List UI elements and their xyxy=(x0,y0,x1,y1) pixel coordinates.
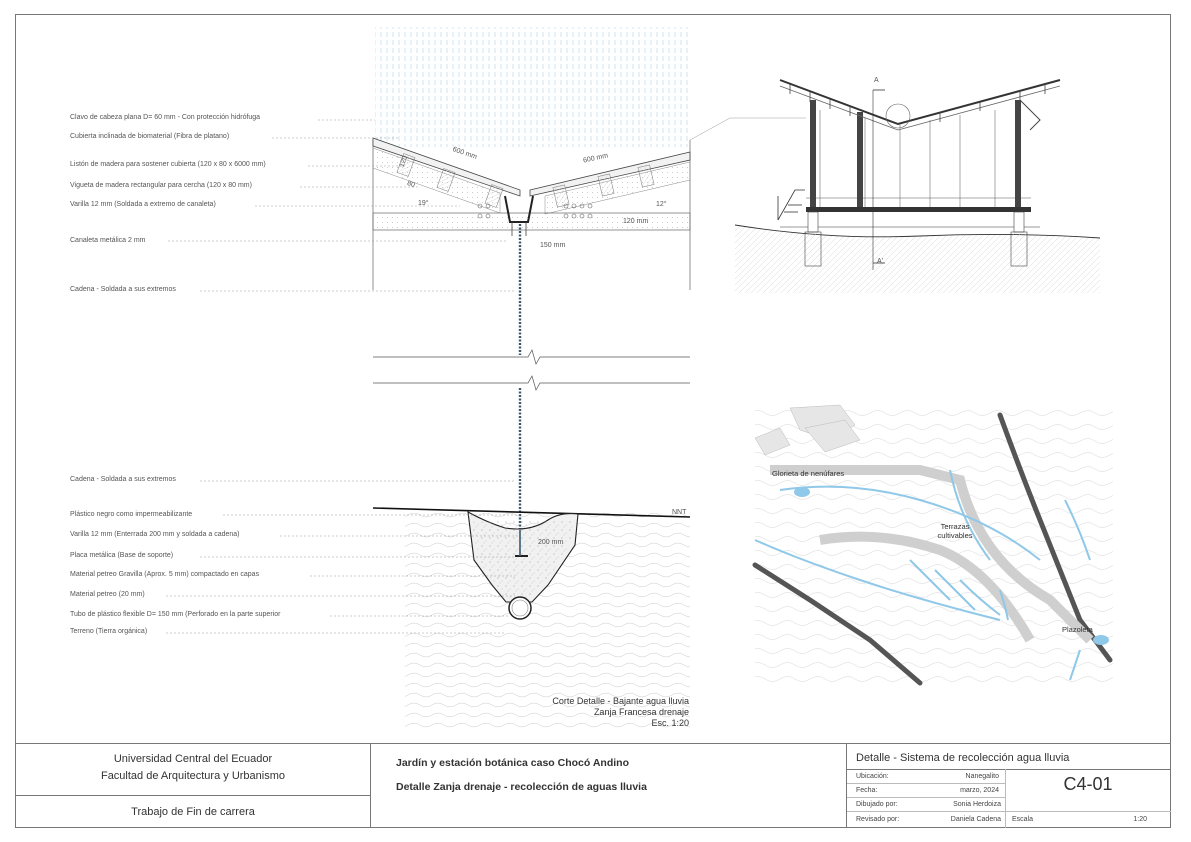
label-metal-plate: Placa metálica (Base de soporte) xyxy=(70,552,174,559)
title-block-middle: Jardín y estación botánica caso Chocó An… xyxy=(371,743,847,828)
drawn-by-value: Sonia Herdoiza xyxy=(953,801,1001,808)
date-label: Fecha: xyxy=(856,787,878,794)
label-gravel: Material petreo Gravilla (Aprox. 5 mm) c… xyxy=(70,571,260,578)
nnt-marker: NNT xyxy=(672,509,687,516)
label-metal-gutter: Canaleta metálica 2 mm xyxy=(70,237,146,244)
angle-12: 12° xyxy=(656,201,667,208)
map-label-plazoleta: Plazoleta xyxy=(1062,625,1093,634)
label-chain-bottom: Cadena - Soldada a sus extremos xyxy=(70,476,176,483)
label-black-plastic: Plástico negro como impermeabilizante xyxy=(70,511,193,518)
section-mark-a-prime: A' xyxy=(877,258,884,265)
title-block-left: Universidad Central del Ecuador Facultad… xyxy=(15,743,371,828)
sheet-code: C4-01 xyxy=(1063,774,1113,794)
label-chain-top: Cadena - Soldada a sus extremos xyxy=(70,286,176,293)
label-stone: Material petreo (20 mm) xyxy=(70,591,145,598)
ground-line xyxy=(372,507,691,518)
drawing-sheet-border xyxy=(15,14,1171,828)
reviewed-by-label: Revisado por: xyxy=(856,816,900,823)
building-section xyxy=(689,79,1101,293)
leader-lines xyxy=(166,119,520,634)
roof-right xyxy=(529,151,691,215)
map-label-glorieta: Glorieta de nenúfares xyxy=(772,469,845,478)
caption-line-3: Esc. 1:20 xyxy=(651,718,689,728)
label-flex-pipe: Tubo de plástico flexible D= 150 mm (Per… xyxy=(70,611,281,618)
label-soil: Terreno (Tierra orgánica) xyxy=(70,628,148,635)
dim-200mm: 200 mm xyxy=(538,539,564,546)
scale-value: 1:20 xyxy=(1133,816,1147,823)
metal-gutter xyxy=(504,195,534,223)
label-wood-batten: Listón de madera para sostener cubierta … xyxy=(70,161,266,168)
title-block-right: Detalle - Sistema de recolección agua ll… xyxy=(847,743,1171,828)
university-name: Universidad Central del Ecuador xyxy=(113,753,273,765)
label-nail: Clavo de cabeza plana D= 60 mm - Con pro… xyxy=(70,114,261,121)
label-rebar-buried: Varilla 12 mm (Enterrada 200 mm y soldad… xyxy=(70,531,240,538)
date-value: marzo, 2024 xyxy=(960,787,999,794)
location-value: Nanegalito xyxy=(965,773,999,780)
map-label-terrazas: Terrazas cultivables xyxy=(934,522,976,540)
detail-caption: Corte Detalle - Bajante agua lluvia Zanj… xyxy=(489,696,689,729)
roof-left xyxy=(372,137,521,214)
dim-120mm: 120 mm xyxy=(623,218,649,225)
dim-150mm: 150 mm xyxy=(540,242,566,249)
label-wood-joist: Vigueta de madera rectangular para cerch… xyxy=(70,182,252,189)
sheet-title: Detalle - Sistema de recolección agua ll… xyxy=(856,752,1070,764)
map-label-terrazas-1: Terrazas xyxy=(940,522,970,531)
caption-line-2: Zanja Francesa drenaje xyxy=(593,707,689,717)
reviewed-by-value: Daniela Cadena xyxy=(950,816,1001,823)
rain-hatch xyxy=(375,27,690,147)
angle-19: 19° xyxy=(418,200,429,207)
label-rebar-gutter: Varilla 12 mm (Soldada a extremo de cana… xyxy=(70,201,216,208)
drawn-by-label: Dibujado por: xyxy=(856,801,898,808)
map-label-terrazas-2: cultivables xyxy=(937,531,973,540)
faculty-name: Facultad de Arquitectura y Urbanismo xyxy=(100,770,286,782)
project-name: Jardín y estación botánica caso Chocó An… xyxy=(396,757,629,769)
scale-label: Escala xyxy=(1012,816,1034,823)
site-map xyxy=(752,404,1113,686)
caption-line-1: Corte Detalle - Bajante agua lluvia xyxy=(552,696,689,706)
section-mark-a: A xyxy=(874,77,879,84)
sheet-subject: Detalle Zanja drenaje - recolección de a… xyxy=(396,781,647,793)
work-type: Trabajo de Fin de carrera xyxy=(131,806,255,818)
break-lines xyxy=(373,349,690,391)
title-block xyxy=(15,743,1171,828)
label-roof-biomaterial: Cubierta inclinada de biomaterial (Fibra… xyxy=(70,133,230,140)
location-label: Ubicación: xyxy=(856,773,889,780)
